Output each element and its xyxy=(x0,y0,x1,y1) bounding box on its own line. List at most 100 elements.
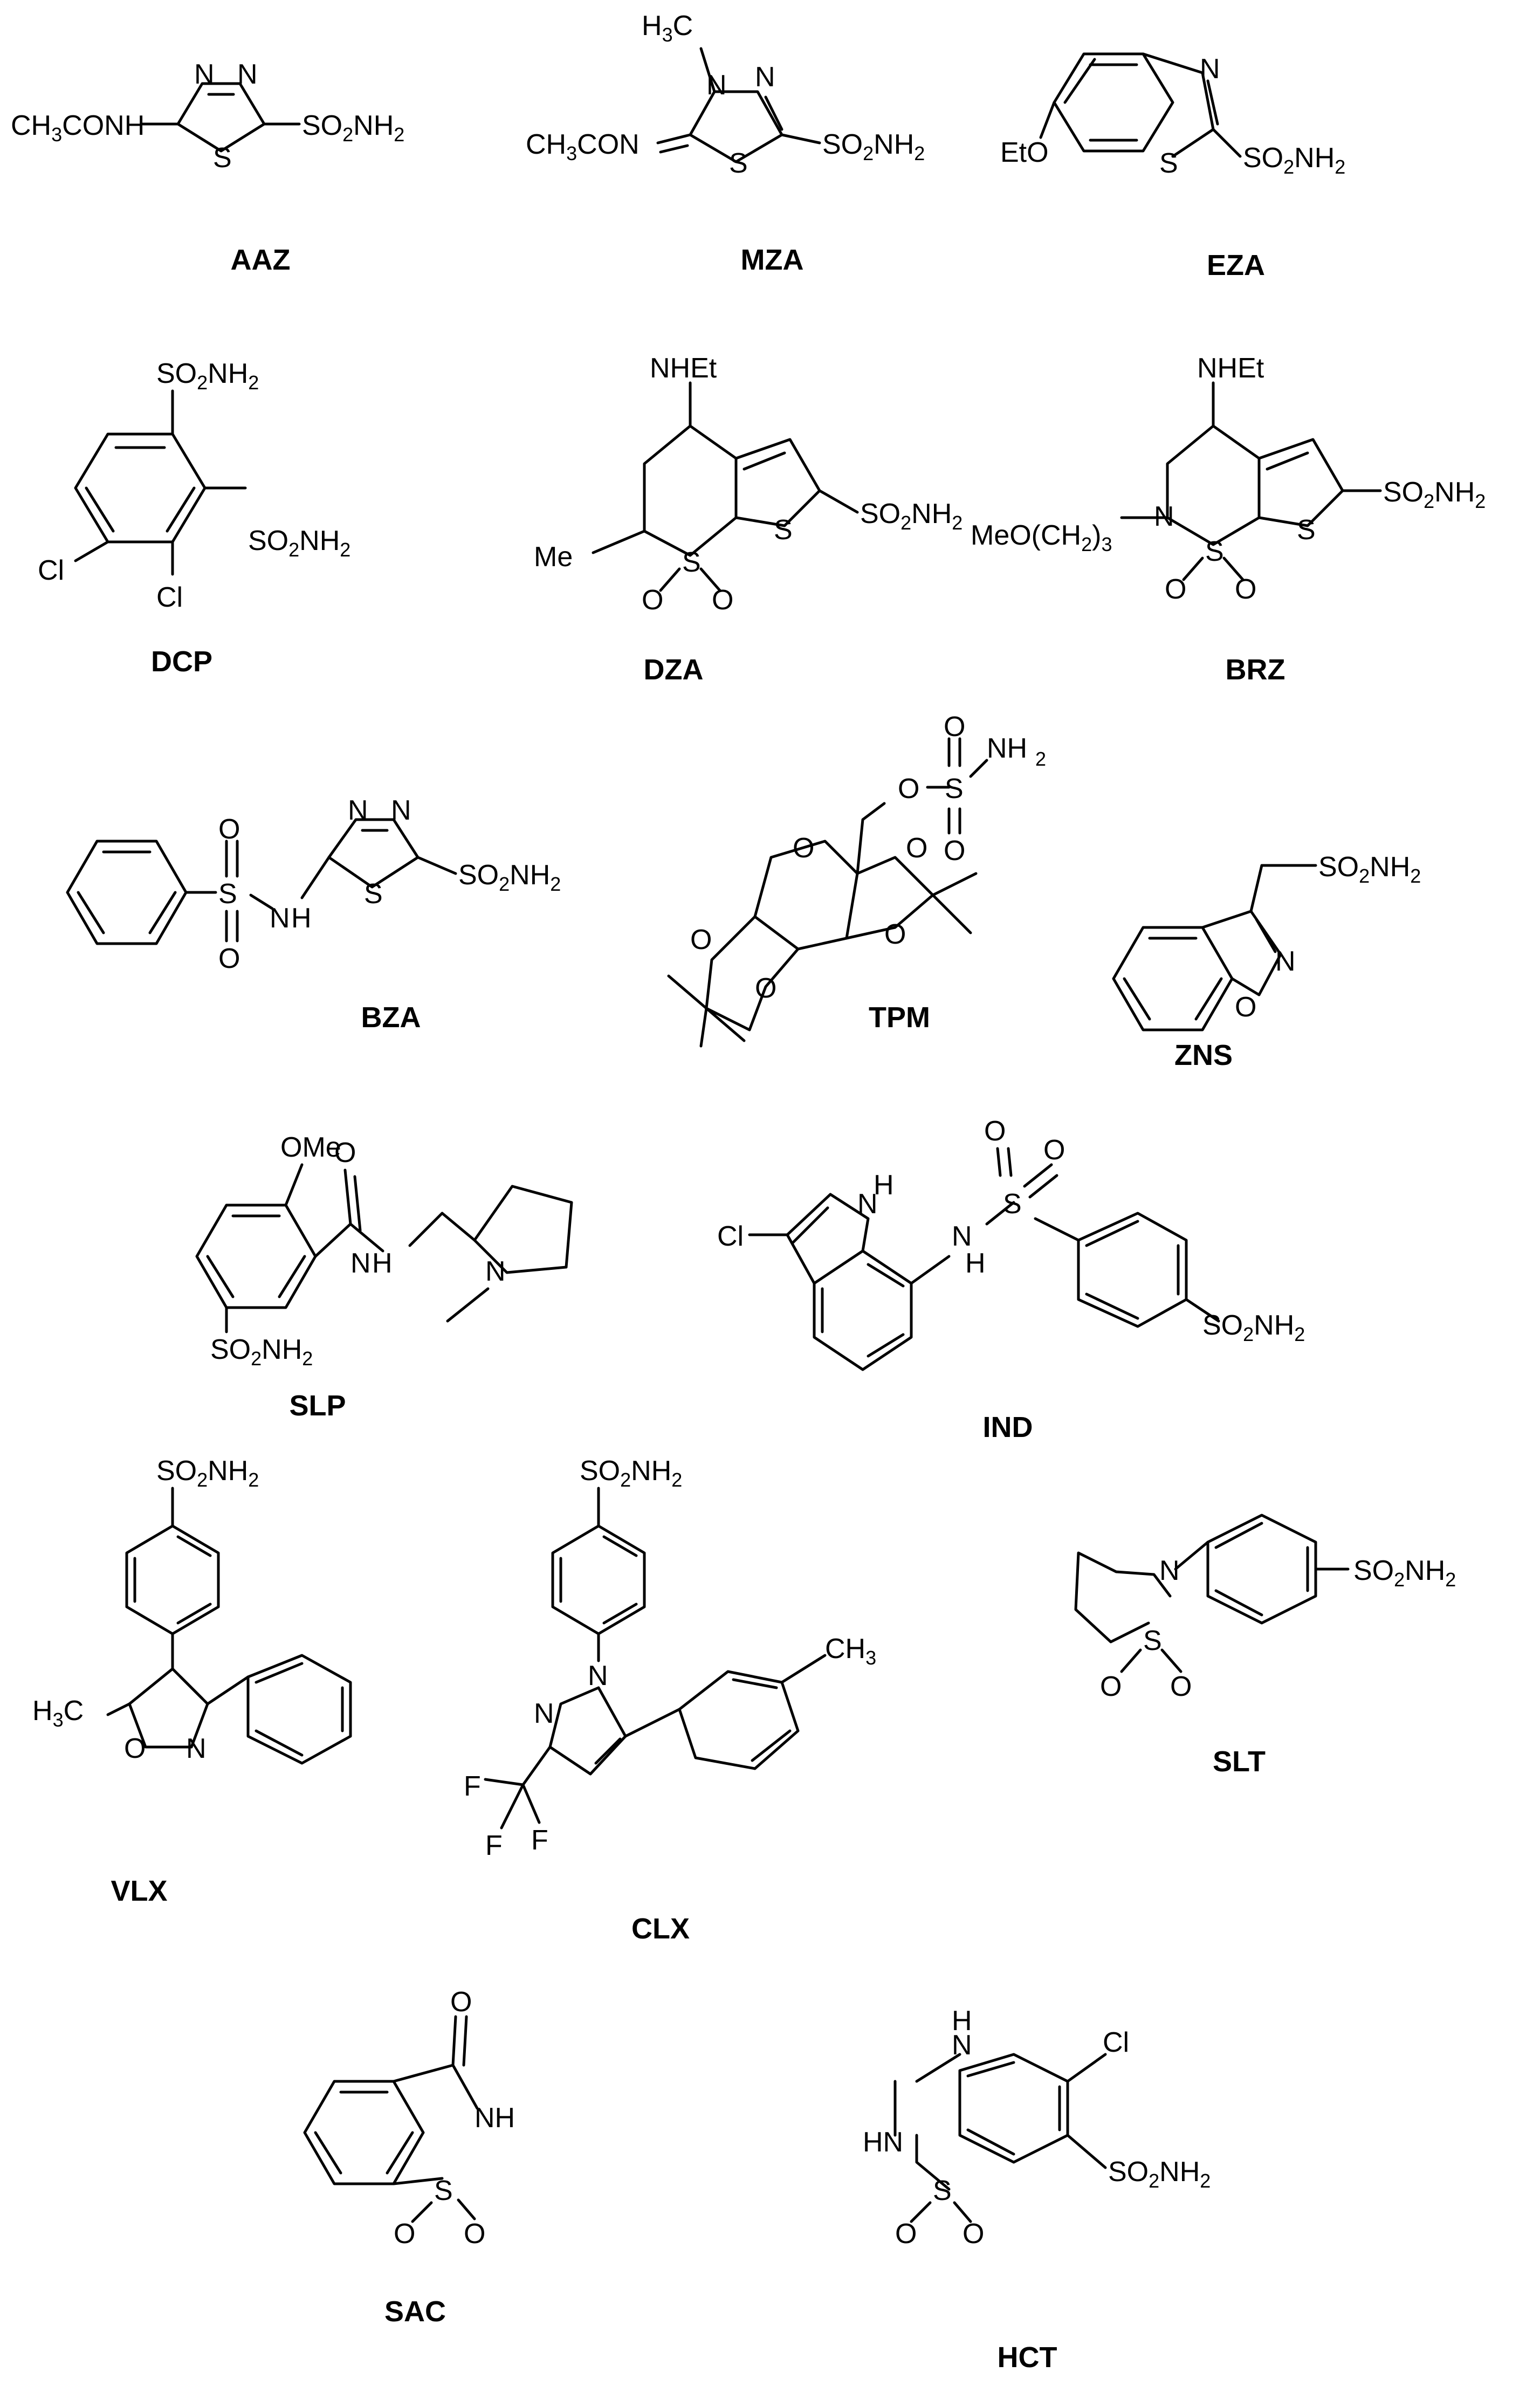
atom-o: O xyxy=(884,919,906,950)
atom-ethylamino: NHEt xyxy=(650,353,717,384)
atom-o: O xyxy=(984,1116,1006,1147)
compound-label-mza: MZA xyxy=(741,244,804,276)
atom-o: O xyxy=(944,835,965,867)
atom-n: N xyxy=(1275,946,1296,977)
structure-sac: O NH S O O xyxy=(303,1986,515,2250)
atom-o: O xyxy=(755,973,776,1004)
atom-o: O xyxy=(1165,574,1186,605)
atom-n: N xyxy=(350,1248,371,1279)
atom-nh2: NH xyxy=(987,733,1027,764)
atom-s: S xyxy=(213,142,232,174)
atom-o: O xyxy=(1100,1671,1122,1702)
atom-s: S xyxy=(1003,1188,1022,1220)
compound-label-slt: SLT xyxy=(1213,1745,1266,1778)
atom-nh: NH xyxy=(475,2102,515,2134)
atom-s: S xyxy=(1159,148,1178,179)
compound-label-aaz: AAZ xyxy=(231,244,291,276)
atom-s: S xyxy=(1143,1625,1162,1656)
atom-sulfonamide: SO2NH2 xyxy=(1383,477,1486,512)
compound-label-hct: HCT xyxy=(998,2341,1057,2374)
atom-methyl: CH3 xyxy=(825,1633,876,1669)
atom-o: O xyxy=(962,2218,984,2250)
compound-label-clx: CLX xyxy=(631,1913,690,1945)
atom-o: O xyxy=(450,1986,472,2018)
atom-sulfonamide: SO2NH2 xyxy=(1202,1310,1305,1345)
compound-label-sac: SAC xyxy=(384,2295,446,2328)
structure-slp: OMe O N H N SO2NH2 xyxy=(195,1132,573,1370)
compound-label-bza: BZA xyxy=(361,1001,421,1034)
atom-n: N xyxy=(186,1733,207,1764)
atom-o: O xyxy=(1170,1671,1192,1702)
compound-label-zns: ZNS xyxy=(1174,1039,1233,1071)
atom-o: O xyxy=(218,814,240,845)
atom-acetamido: CH3CONH xyxy=(11,110,145,146)
atom-s: S xyxy=(933,2175,952,2206)
compound-label-dza: DZA xyxy=(644,654,704,686)
compound-label-tpm: TPM xyxy=(869,1001,930,1034)
atom-f: F xyxy=(531,1825,548,1856)
atom-s: S xyxy=(434,2175,453,2206)
atom-o: O xyxy=(124,1733,146,1764)
atom-f: F xyxy=(485,1830,503,1861)
atom-sulfonamide: SO2NH2 xyxy=(302,110,404,146)
atom-h: H xyxy=(372,1248,393,1279)
structure-eza: N S EtO SO2NH2 xyxy=(1000,52,1345,179)
atom-o: O xyxy=(690,924,712,955)
structure-tpm: O O O O O O S O O NH 2 xyxy=(667,711,1046,1048)
structure-brz: NHEt N S S O O MeO(CH2)3 SO2NH2 xyxy=(971,353,1486,605)
atom-cl: Cl xyxy=(38,555,64,586)
atom-n: N xyxy=(237,59,258,90)
atom-sulfonamide: SO2NH2 xyxy=(458,859,561,895)
compound-label-vlx: VLX xyxy=(111,1875,167,1907)
atom-sulfonamide: SO2NH2 xyxy=(156,358,259,394)
structure-clx: SO2NH2 N N CH3 F F F xyxy=(464,1455,876,1861)
atom-h: H xyxy=(965,1248,986,1279)
atom-n: N xyxy=(194,59,215,90)
atom-s: S xyxy=(1297,514,1316,546)
atom-cl: Cl xyxy=(717,1221,744,1252)
structure-slt: N S O O SO2NH2 xyxy=(1074,1514,1456,1702)
structure-dcp: SO2NH2 SO2NH2 Cl Cl xyxy=(38,358,350,613)
atom-n: N xyxy=(348,795,368,826)
atom-sulfonamide: SO2NH2 xyxy=(210,1334,313,1370)
structure-mza: H3C N N S CH3CON SO2NH2 xyxy=(526,10,925,179)
structure-aaz: N N S CH3CONH SO2NH2 xyxy=(11,59,404,174)
atom-sulfonamide: SO2NH2 xyxy=(1318,851,1421,887)
atom-n: N xyxy=(270,903,290,934)
structure-vlx: SO2NH2 H3C N O xyxy=(32,1455,352,1765)
atom-o: O xyxy=(1235,574,1256,605)
atom-s: S xyxy=(729,148,748,179)
structure-dza: NHEt S S Me O O SO2NH2 xyxy=(534,353,962,616)
atom-sulfonamide: SO2NH2 xyxy=(1243,142,1345,178)
atom-s: S xyxy=(364,878,383,910)
atom-n: N xyxy=(534,1698,554,1729)
atom-s: S xyxy=(945,773,964,804)
atom-s: S xyxy=(1205,536,1224,567)
atom-o: O xyxy=(1235,992,1256,1023)
atom-o: O xyxy=(944,711,965,742)
atom-n: N xyxy=(1159,1555,1180,1586)
atom-acetylimino: CH3CON xyxy=(526,129,640,164)
atom-sulfonamide: SO2NH2 xyxy=(248,525,350,561)
atom-n: N xyxy=(755,61,775,93)
atom-ethylamino: NHEt xyxy=(1197,353,1264,384)
atom-o: O xyxy=(1043,1134,1065,1166)
atom-o: O xyxy=(218,943,240,974)
structure-zns: N O SO2NH2 xyxy=(1112,851,1421,1032)
atom-s: S xyxy=(774,514,793,546)
atom-sulfonamide: SO2NH2 xyxy=(580,1455,682,1491)
atom-o: O xyxy=(464,2218,485,2250)
atom-o: O xyxy=(898,773,919,804)
atom-sulfonamide: SO2NH2 xyxy=(156,1455,259,1491)
compound-label-ind: IND xyxy=(983,1411,1033,1443)
atom-s: S xyxy=(218,878,237,910)
atom-n: N xyxy=(857,1188,878,1220)
atom-n: N xyxy=(391,795,411,826)
atom-n: N xyxy=(952,1221,972,1252)
atom-methoxy: OMe xyxy=(280,1132,341,1163)
atom-cl: Cl xyxy=(1103,2027,1129,2058)
atom-methyl: Me xyxy=(534,541,573,573)
atom-n: N xyxy=(1200,53,1220,85)
compound-label-eza: EZA xyxy=(1207,249,1265,281)
